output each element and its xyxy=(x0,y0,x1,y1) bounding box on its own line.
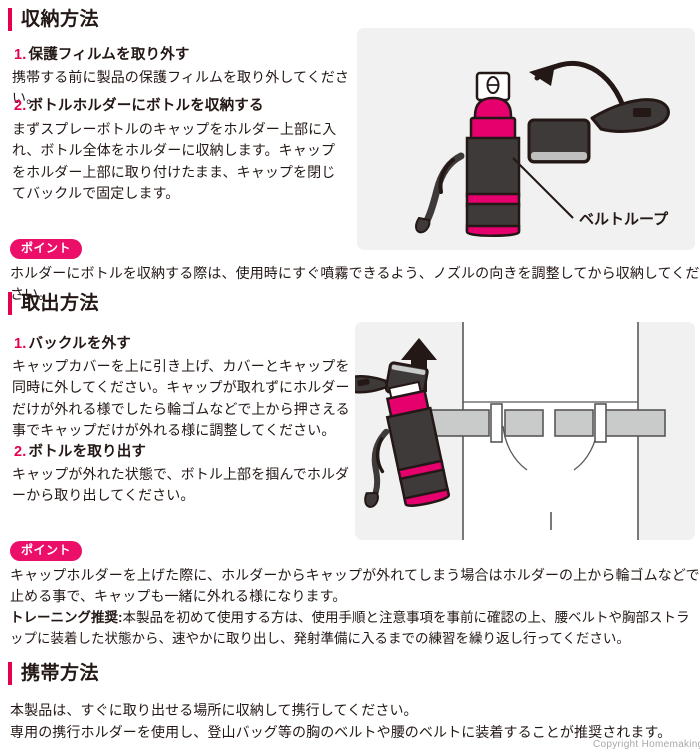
carrying-line-2: 専用の携行ホルダーを使用し、登山バッグ等の胸のベルトや腰のベルトに装着することが… xyxy=(10,724,672,740)
section-title: 収納方法 xyxy=(21,9,100,30)
illustration-bottle-in-holder: ベルトループ xyxy=(357,28,695,250)
section-title: 取出方法 xyxy=(21,293,100,314)
step-body-storage-1: 携帯する前に製品の保護フィルムを取り外してください。 xyxy=(12,69,349,107)
illus-callout-belt-loop: ベルトループ xyxy=(579,211,669,228)
step-label: 保護フィルムを取り外す xyxy=(28,47,190,63)
section-title: 携帯方法 xyxy=(21,663,100,684)
step-heading-storage-1: 1.保護フィルムを取り外す xyxy=(14,43,190,64)
step-body-storage-2: まずスプレーボトルのキャップをホルダー上部に入れ、ボトル全体をホルダーに収納しま… xyxy=(12,121,337,201)
point-badge-storage: ポイント xyxy=(10,239,83,259)
step-body-removal-2: キャップが外れた状態で、ボトル上部を掴んでホルダーから取り出してください。 xyxy=(12,466,350,504)
step-number: 2. xyxy=(14,98,27,114)
step-label: ボトルを取り出す xyxy=(28,444,147,460)
heading-accent-bar xyxy=(8,292,12,315)
step-number: 2. xyxy=(14,444,27,460)
step-number: 1. xyxy=(14,47,27,63)
step-label: バックルを外す xyxy=(28,336,131,352)
training-note-text: 本製品を初めて使用する方は、使用手順と注意事項を事前に確認の上、腰ベルトや胸部ス… xyxy=(10,610,690,646)
section-heading-storage: 収納方法 xyxy=(8,8,99,31)
step-body-removal-1: キャップカバーを上に引き上げ、カバーとキャップを同時に外してください。キャップが… xyxy=(12,358,350,438)
illustration-bottle-removal xyxy=(355,322,695,540)
section-heading-removal: 取出方法 xyxy=(8,292,99,315)
section-heading-carrying: 携帯方法 xyxy=(8,662,99,685)
point-badge-removal: ポイント xyxy=(10,541,83,561)
training-note-label: トレーニング推奨: xyxy=(10,610,123,625)
point-text-storage: ホルダーにボトルを収納する際は、使用時にすぐ噴霧できるよう、ノズルの向きを調整し… xyxy=(10,265,700,303)
step-heading-removal-1: 1.バックルを外す xyxy=(14,332,131,353)
training-note: トレーニング推奨:本製品を初めて使用する方は、使用手順と注意事項を事前に確認の上… xyxy=(10,608,700,650)
heading-accent-bar xyxy=(8,662,12,685)
point-text-removal: キャップホルダーを上げた際に、ホルダーからキャップが外れてしまう場合はホルダーの… xyxy=(10,567,700,605)
heading-accent-bar xyxy=(8,8,12,31)
carrying-line-1: 本製品は、すぐに取り出せる場所に収納して携行してください。 xyxy=(10,702,418,718)
step-label: ボトルホルダーにボトルを収納する xyxy=(28,98,264,114)
step-heading-removal-2: 2.ボトルを取り出す xyxy=(14,440,146,461)
copyright-text: Copyright Homemaking xyxy=(593,739,700,750)
step-number: 1. xyxy=(14,336,27,352)
step-heading-storage-2: 2.ボトルホルダーにボトルを収納する xyxy=(14,94,264,115)
